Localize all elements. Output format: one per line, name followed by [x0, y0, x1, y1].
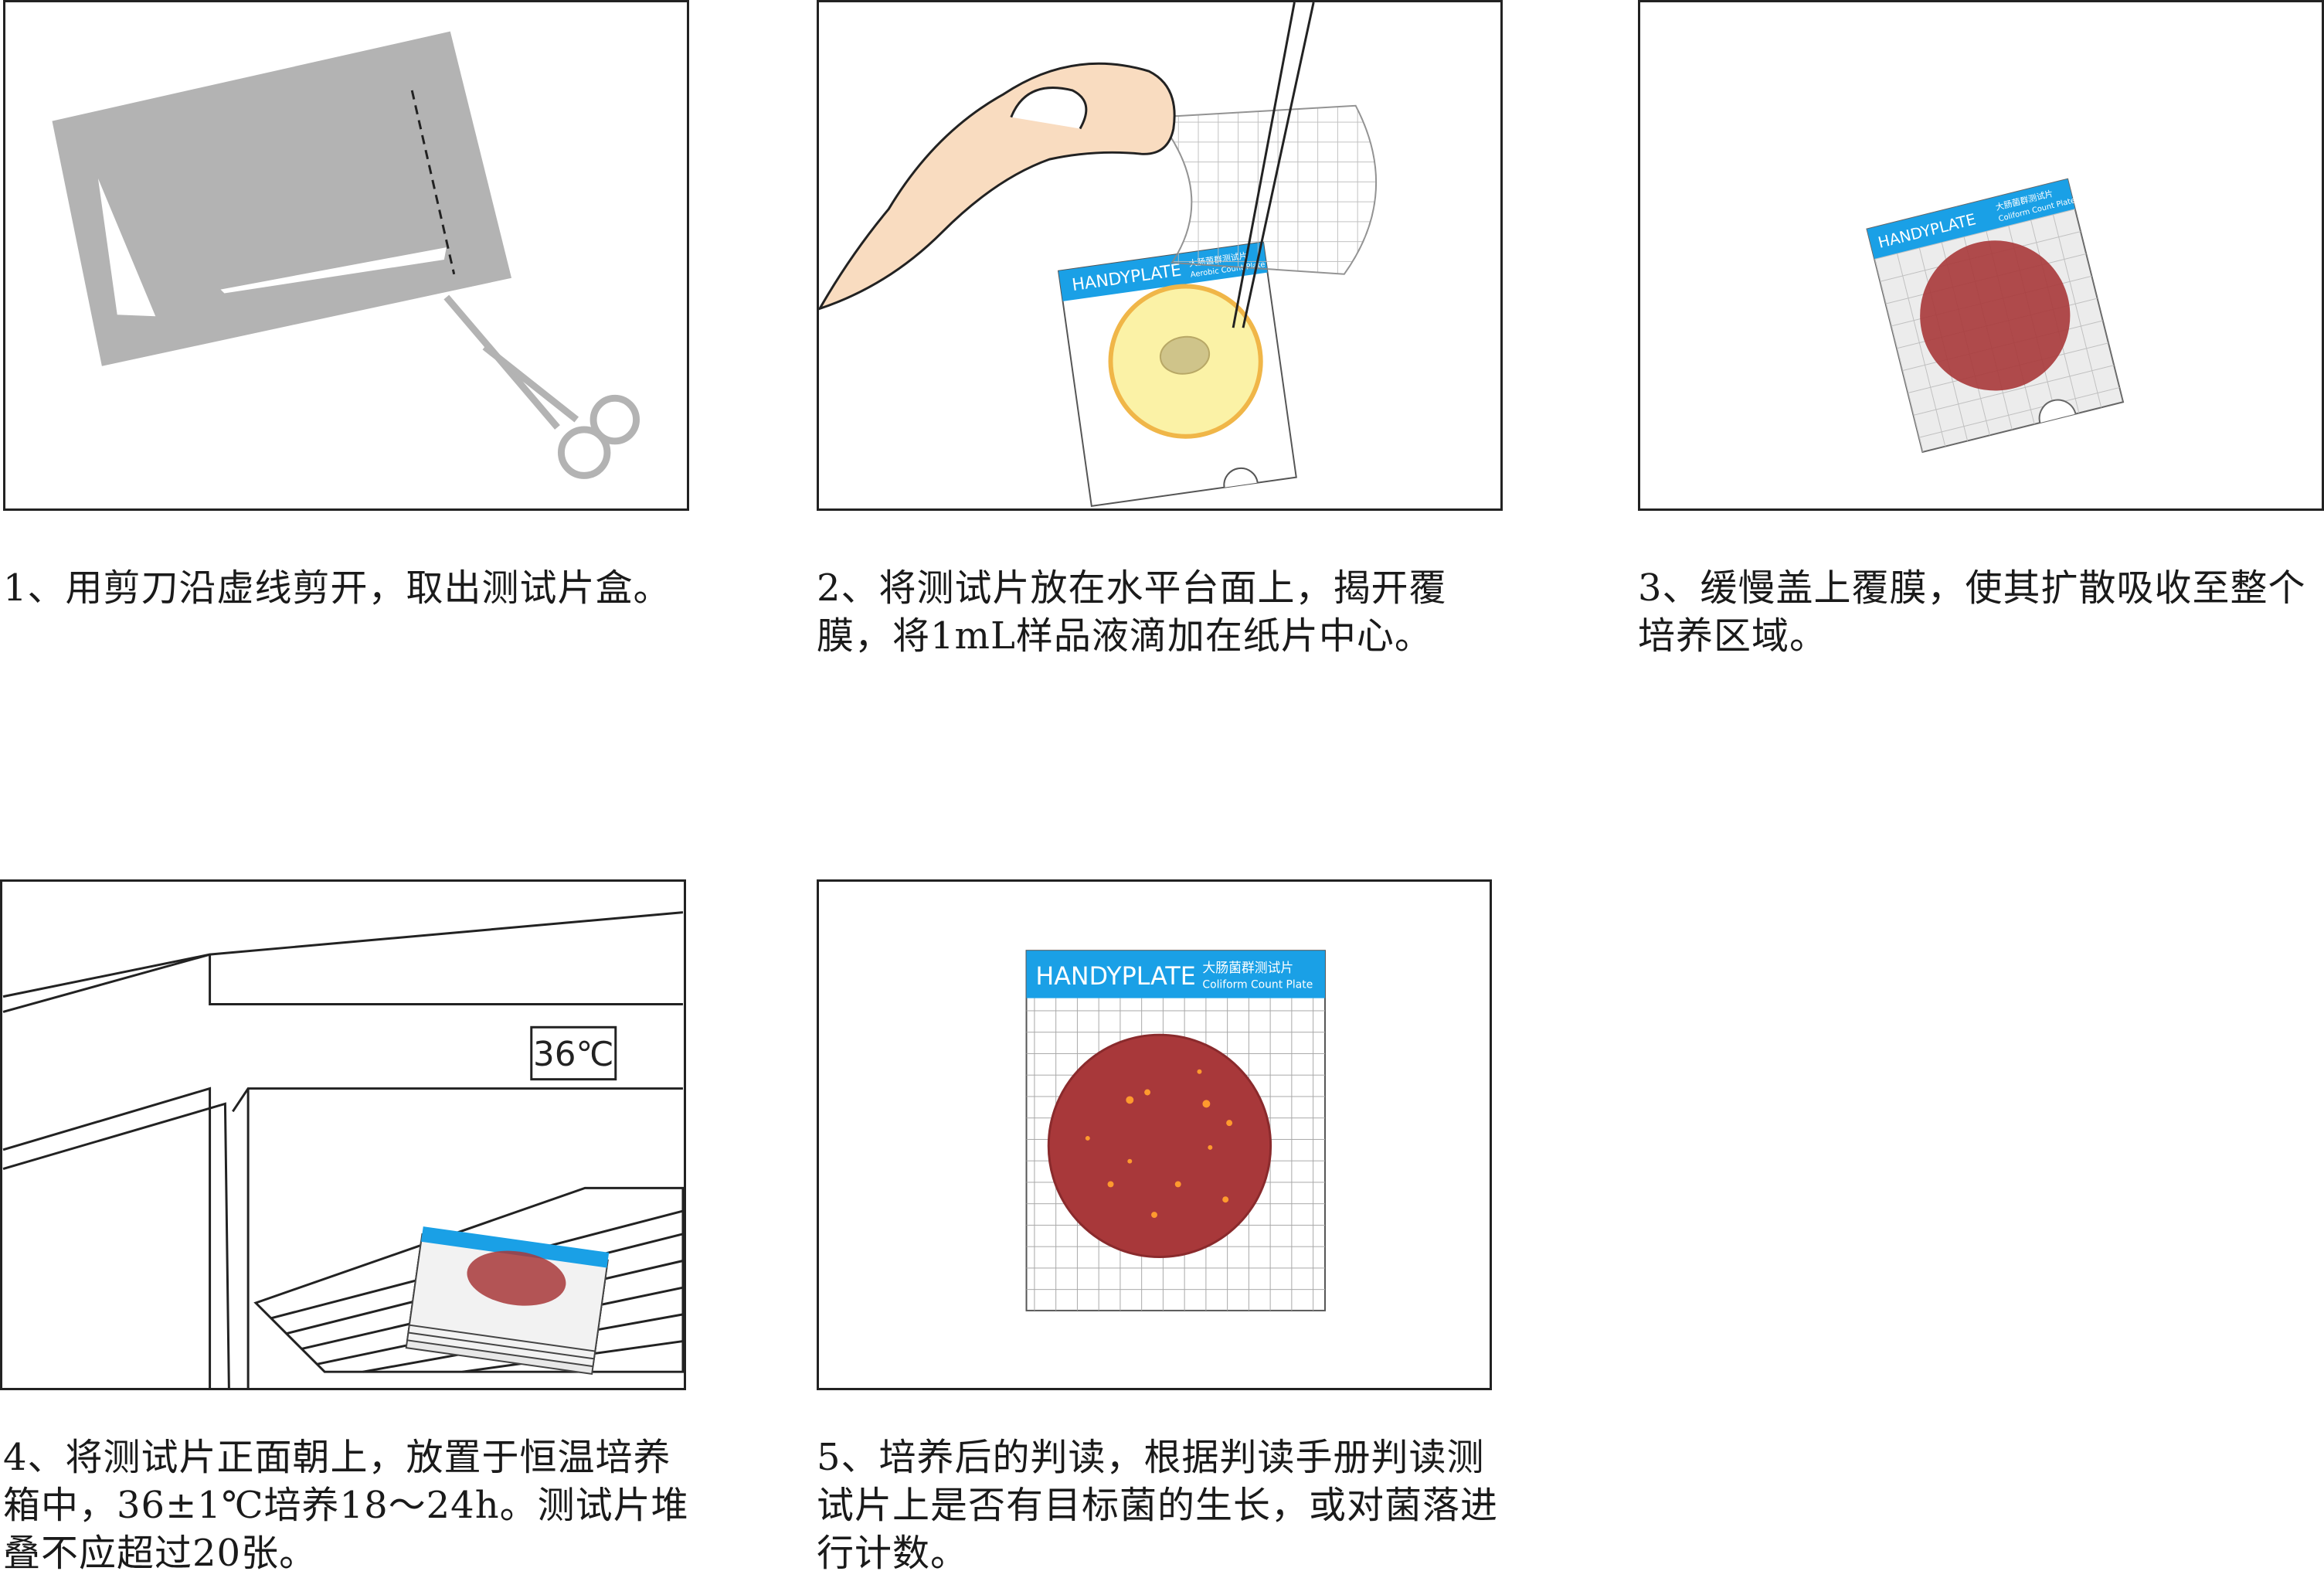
- incubator-illustration: 36℃: [2, 911, 684, 1388]
- cut-line: [410, 90, 456, 275]
- cover-film: [1155, 104, 1378, 275]
- plate-brand: HANDYPLATE: [1035, 963, 1195, 991]
- stacked-test-plates: [405, 1226, 610, 1376]
- hand-icon: [819, 62, 1176, 311]
- step-4-illustration: 36℃: [0, 879, 686, 1390]
- incubator: [2, 911, 684, 1388]
- step-1-illustration: [3, 0, 689, 511]
- incubated-plate-illustration: HANDYPLATE 大肠菌群测试片 Coliform Count Plate: [1025, 950, 1326, 1311]
- temperature-display: 36℃: [530, 1025, 617, 1081]
- step-4-caption: 4、将测试片正面朝上，放置于恒温培养箱中，36±1℃培养18～24h。测试片堆叠…: [3, 1436, 689, 1575]
- step-5-illustration: HANDYPLATE 大肠菌群测试片 Coliform Count Plate: [817, 879, 1492, 1390]
- plate-name-cn: 大肠菌群测试片: [1202, 960, 1293, 975]
- step-3-illustration: HANDYPLATE 大肠菌群测试片 Coliform Count Plate: [1638, 0, 2324, 511]
- step-1-caption: 1、用剪刀沿虚线剪开，取出测试片盒。: [3, 566, 671, 610]
- sample-pouch: [52, 31, 512, 366]
- growth-medium: [1920, 240, 2071, 391]
- step-2-caption: 2、将测试片放在水平台面上，揭开覆膜，将1mL样品液滴加在纸片中心。: [817, 566, 1447, 658]
- plate-notch: [1223, 467, 1259, 488]
- colonies: [1085, 1069, 1233, 1219]
- plate-notch: [2038, 399, 2077, 423]
- step-2-illustration: HANDYPLATE 大肠菌群测试片 Aerobic Count Plate: [817, 0, 1503, 511]
- step-5-caption: 5、培养后的判读，根据判读手册判读测试片上是否有目标菌的生长，或对菌落进行计数。: [817, 1436, 1499, 1575]
- test-plate: HANDYPLATE 大肠菌群测试片 Coliform Count Plate: [1866, 178, 2125, 454]
- plate-name-en: Coliform Count Plate: [1202, 979, 1313, 991]
- growth-medium: [1047, 1033, 1272, 1259]
- temperature-label: 36℃: [533, 1036, 613, 1074]
- pouch-and-scissors-illustration: [52, 31, 640, 479]
- sample-drop: [1159, 335, 1211, 375]
- pipette-icon: [1232, 2, 1315, 328]
- open-film-and-pipette-illustration: HANDYPLATE 大肠菌群测试片 Aerobic Count Plate: [819, 2, 1378, 507]
- step-3-caption: 3、缓慢盖上覆膜，使其扩散吸收至整个培养区域。: [1638, 566, 2306, 658]
- test-plate: HANDYPLATE 大肠菌群测试片 Aerobic Count Plate: [1057, 241, 1297, 507]
- scissors-icon: [443, 294, 640, 479]
- test-plate: HANDYPLATE 大肠菌群测试片 Coliform Count Plate: [1025, 950, 1326, 1311]
- covered-plate-illustration: HANDYPLATE 大肠菌群测试片 Coliform Count Plate: [1866, 178, 2125, 454]
